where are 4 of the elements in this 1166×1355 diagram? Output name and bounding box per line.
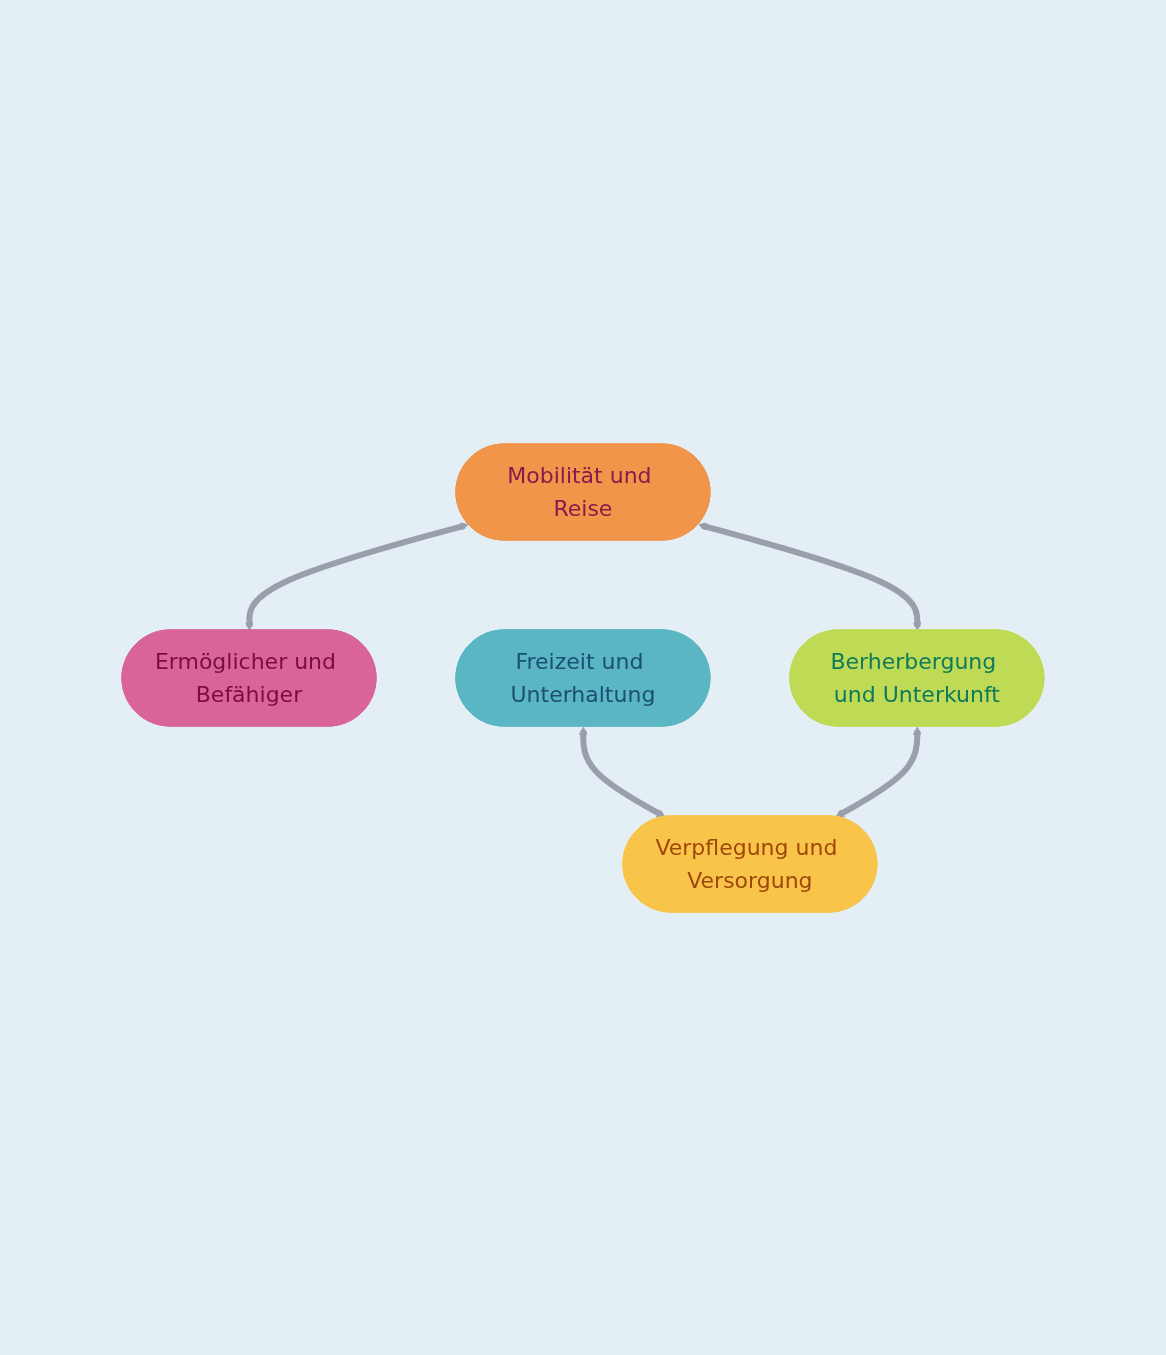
arrow: [245, 521, 469, 631]
arrow: [579, 726, 666, 818]
arrow: [835, 726, 922, 818]
arrow: [698, 521, 922, 631]
